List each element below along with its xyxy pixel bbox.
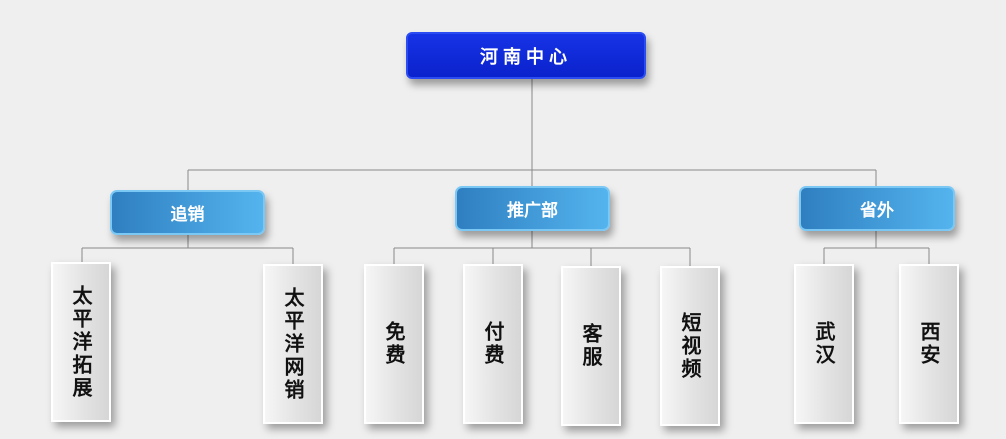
leaf-label: 太平洋拓展 [69, 284, 93, 400]
department-label: 省外 [860, 201, 894, 221]
leaf-node: 太平洋拓展 [51, 262, 111, 422]
department-node-2: 省外 [799, 186, 955, 231]
leaf-label: 武汉 [812, 321, 836, 367]
leaf-node: 客服 [561, 266, 621, 426]
leaf-label: 付费 [481, 321, 505, 367]
leaf-node: 武汉 [794, 264, 854, 424]
leaf-label: 免费 [382, 321, 406, 367]
leaf-node: 西安 [899, 264, 959, 424]
leaf-node: 太平洋网销 [263, 264, 323, 424]
root-node: 河南中心 [406, 32, 646, 79]
leaf-label: 短视频 [678, 311, 702, 381]
department-node-0: 追销 [110, 190, 265, 235]
department-label: 追销 [170, 205, 205, 225]
department-node-1: 推广部 [455, 186, 610, 231]
leaf-node: 短视频 [660, 266, 720, 426]
department-label: 推广部 [507, 201, 558, 221]
leaf-label: 西安 [917, 321, 941, 367]
leaf-label: 太平洋网销 [281, 286, 305, 402]
leaf-node: 付费 [463, 264, 523, 424]
leaf-node: 免费 [364, 264, 424, 424]
leaf-label: 客服 [579, 323, 603, 369]
root-node-label: 河南中心 [480, 46, 572, 68]
